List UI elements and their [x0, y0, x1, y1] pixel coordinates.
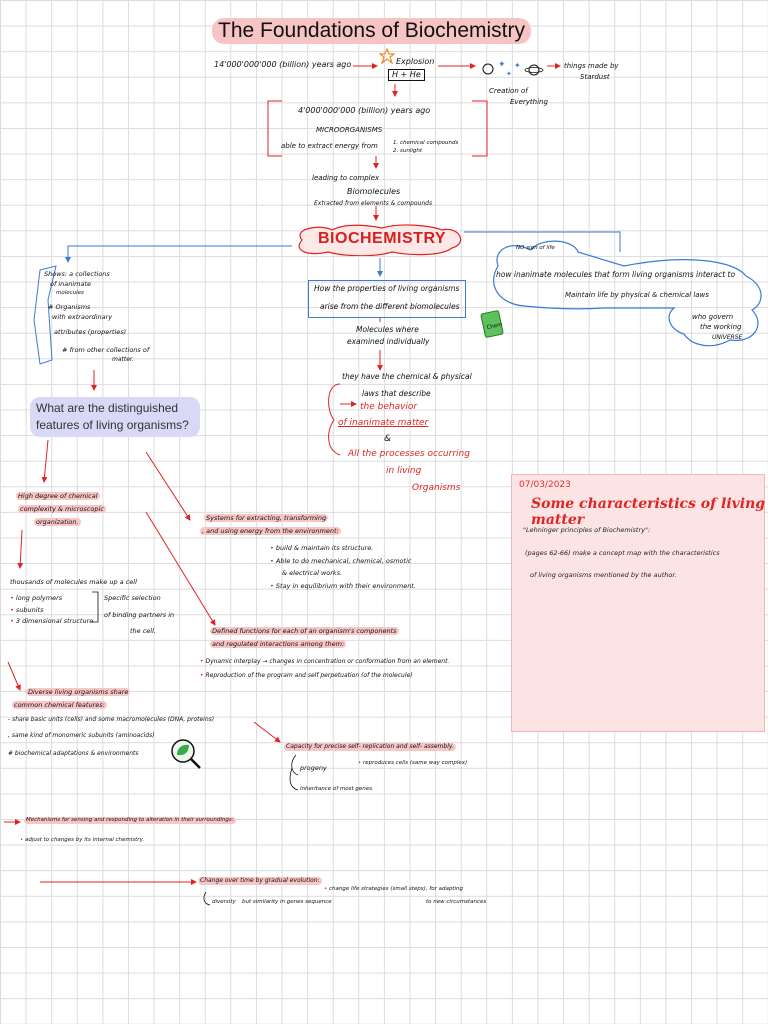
note-reference: "Lehninger principles of Biochemistry": [523, 526, 651, 534]
functions-line1: Defined functions for each of an organis… [210, 627, 399, 636]
biochemistry-label: BIOCHEMISTRY [318, 230, 447, 247]
specific-line3: the cell. [130, 627, 156, 635]
years-ago-14b: 14'000'000'000 (billion) years ago [214, 60, 352, 69]
similarity-text: but similarity in genes sequence [242, 899, 332, 905]
stardust-label: Stardust [580, 73, 610, 81]
organisms-text: Organisms [412, 483, 461, 493]
biomolecules-label: Biomolecules [347, 187, 401, 196]
replication-line1: Capacity for precise self- replication a… [284, 743, 456, 751]
mechanisms-bullet1: adjust to changes by its internal chemis… [20, 837, 144, 844]
subunits-item: subunits [10, 606, 44, 614]
years-ago-4b: 4'000'000'000 (billion) years ago [298, 106, 431, 115]
planet-icon: ✦ ✦ ✦ [482, 60, 544, 78]
inheritance-text: inheritance of most genes. [300, 786, 374, 792]
no-sign-text: NO sign of life [516, 245, 555, 251]
diverse-line1: Diverse living organisms share [26, 688, 131, 697]
complexity-line1: High degree of chemical [16, 492, 100, 501]
shows-line6: attributes (properties) [54, 328, 127, 336]
page-title: The Foundations of Biochemistry [218, 19, 525, 42]
diverse-line2: common chemical features: [12, 701, 107, 710]
inanimate-text: of inanimate matter [338, 418, 429, 428]
svg-text:✦: ✦ [506, 70, 512, 78]
sunlight-text: 2. sunlight [393, 148, 423, 154]
shows-line8: matter. [112, 356, 134, 363]
laws-line1: they have the chemical & physical [342, 372, 472, 381]
h-he-label: H + He [388, 69, 425, 81]
diversity-text: diversity [212, 899, 236, 905]
mechanisms-line1: Mechanisms for sensing and responding to… [24, 817, 236, 824]
title-highlight: The Foundations of Biochemistry [212, 18, 531, 44]
complexity-line3: organization. [34, 518, 81, 527]
note-title: Some characteristics of living matter [531, 496, 766, 528]
creation-label: Creation of [489, 87, 528, 95]
in-living-text: in living [386, 466, 422, 476]
diverse-bullet2: , same kind of monomeric subunits (amino… [8, 732, 155, 739]
leading-text: leading to complex [312, 174, 380, 182]
molecules-line1: Molecules where [356, 325, 419, 334]
energy-line1: Systems for extracting, transforming [204, 514, 329, 523]
shows-line5: with extraordinary [52, 313, 113, 321]
specific-line1: Specific selection [104, 594, 161, 602]
specific-line2: of binding partners in [104, 611, 175, 619]
note-card [511, 474, 765, 732]
explosion-label: Explosion [396, 57, 435, 66]
energy-bullet3: Stay in equilibrium with their environme… [270, 582, 416, 590]
chemistry-book-icon: Chem [480, 310, 504, 338]
question-bubble: What are the distinguished features of l… [30, 397, 200, 437]
extract-energy-text: able to extract energy from [281, 142, 378, 150]
and-text: & [384, 434, 392, 444]
shows-line2: of inanimate [50, 280, 92, 288]
svg-text:✦: ✦ [514, 61, 521, 70]
reproduces-text: reproduces cells (same way complex) [358, 760, 467, 767]
evolution-bullet1: change life strategies (small steps), fo… [324, 886, 463, 893]
cloud-line4: the working [700, 323, 742, 331]
polymers-item: long polymers [10, 594, 62, 602]
processes-text: All the processes occurring [348, 449, 470, 459]
shows-line4: # Organisms [48, 303, 91, 311]
energy-bullet2: Able to do mechanical, chemical, osmotic [270, 557, 412, 565]
properties-line1: How the properties of living organisms [314, 284, 460, 293]
microorganisms-label: MICROORGANISMS [316, 126, 383, 134]
cloud-line2: Maintain life by physical & chemical law… [565, 291, 709, 299]
extracted-text: Extracted from elements & compounds [314, 200, 433, 207]
chemical-compounds-text: 1. chemical compounds [393, 140, 459, 146]
shows-line3: molecules [56, 290, 84, 296]
note-line2: of living organisms mentioned by the aut… [530, 571, 677, 579]
properties-box [308, 280, 466, 318]
properties-line2: arise from the different biomolecules [320, 302, 460, 311]
diverse-bullet1: - share basic units (cells) and some mac… [8, 716, 215, 723]
progeny-text: progeny [300, 764, 327, 772]
shows-line7: # from other collections of [62, 346, 150, 354]
laws-line2: laws that describe [362, 389, 431, 398]
energy-bullet2b: & electrical works. [282, 569, 343, 577]
note-line1: (pages 62-66) make a concept map with th… [525, 549, 720, 557]
structure-item: 3 dimensional structure [10, 617, 93, 625]
svg-text:✦: ✦ [498, 60, 506, 70]
evolution-bullet1b: to new circumstances [426, 899, 487, 905]
everything-label: Everything [510, 98, 548, 106]
energy-line2: , and using energy from the environment: [200, 527, 341, 536]
explosion-icon [379, 48, 395, 64]
universe-cloud [493, 240, 762, 347]
cloud-line3: who govern [692, 313, 734, 321]
energy-bullet1: build & maintain its structure. [270, 544, 373, 552]
biochemistry-cloud [298, 224, 462, 256]
complexity-line2: complexity & microscopic [18, 505, 106, 514]
shows-line1: Shows: a collections [44, 270, 110, 278]
molecules-line2: examined individually [347, 337, 430, 346]
note-date: 07/03/2023 [519, 480, 571, 490]
behavior-text: the behavior [360, 402, 418, 412]
thousands-text: thousands of molecules make up a cell [10, 578, 137, 586]
svg-text:Chem: Chem [486, 322, 503, 331]
functions-bullet2: Reproduction of the program and self per… [200, 672, 412, 680]
universe-text: UNIVERSE [712, 334, 743, 341]
diverse-bullet3: # biochemical adaptations & environments [8, 750, 139, 757]
things-made-label: things made by [564, 62, 619, 70]
cloud-line1: how inanimate molecules that form living… [496, 270, 736, 279]
leaf-magnifier-icon [171, 739, 201, 769]
functions-line2: and regulated interactions among them: [210, 640, 347, 649]
functions-bullet1: Dynamic interplay → changes in concentra… [200, 658, 449, 666]
evolution-line1: Change over time by gradual evolution: [198, 877, 322, 885]
